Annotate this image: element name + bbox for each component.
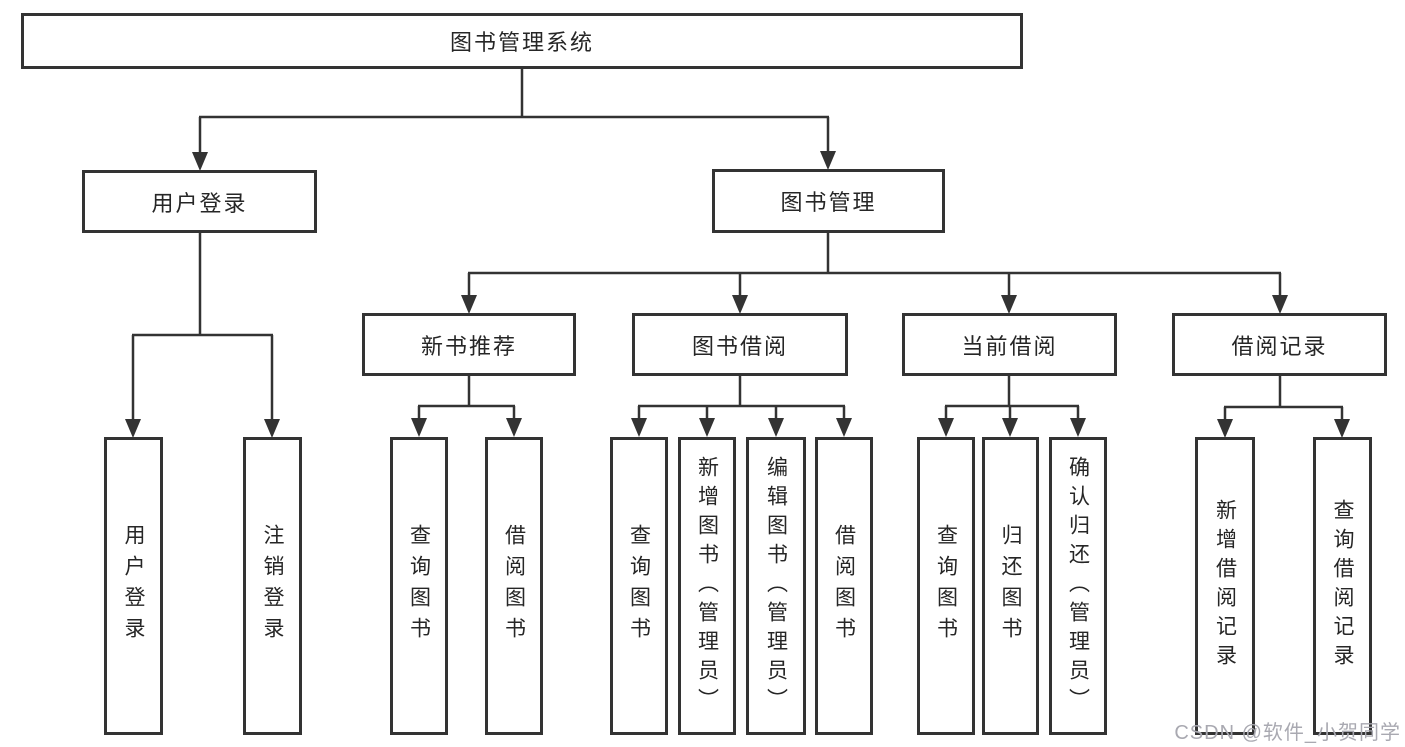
- leaf-borrow-add-books-admin: 新增图书（管理员）: [678, 437, 736, 735]
- leaf-newbook-borrow-books: 借阅图书: [485, 437, 543, 735]
- leaf-current-return-books: 归还图书: [982, 437, 1039, 735]
- csdn-watermark: CSDN @软件_小贺同学: [1174, 722, 1401, 744]
- node-borrow-records: 借阅记录: [1172, 313, 1387, 376]
- edge-currentborrow-to-leaves: [944, 376, 1080, 418]
- edge-borrowrecords-to-leaves: [1223, 376, 1344, 419]
- edge-bookmgmt-to-level3: [467, 233, 1282, 295]
- node-new-book-recommend: 新书推荐: [362, 313, 576, 376]
- edge-root-to-level2: [198, 69, 830, 152]
- leaf-current-confirm-return-admin: 确认归还（管理员）: [1049, 437, 1107, 735]
- leaf-borrow-borrow-books: 借阅图书: [815, 437, 873, 735]
- node-current-borrow: 当前借阅: [902, 313, 1117, 376]
- leaf-logout-login: 注销登录: [243, 437, 302, 735]
- leaf-newbook-query-books: 查询图书: [390, 437, 448, 735]
- leaf-user-login: 用户登录: [104, 437, 163, 735]
- node-root-system: 图书管理系统: [21, 13, 1023, 69]
- leaf-borrow-edit-books-admin: 编辑图书（管理员）: [746, 437, 806, 735]
- node-book-borrow: 图书借阅: [632, 313, 848, 376]
- leaf-borrow-query-books: 查询图书: [610, 437, 668, 735]
- edge-userlogin-to-leaves: [131, 233, 274, 419]
- node-user-login: 用户登录: [82, 170, 317, 233]
- edge-bookborrow-to-leaves: [637, 376, 846, 418]
- leaf-current-query-books: 查询图书: [917, 437, 975, 735]
- arrowheads: [125, 151, 1350, 438]
- node-book-management: 图书管理: [712, 169, 945, 233]
- leaf-records-add-borrow-record: 新增借阅记录: [1195, 437, 1255, 735]
- edge-newbook-to-leaves: [417, 376, 516, 418]
- leaf-records-query-borrow-record: 查询借阅记录: [1313, 437, 1372, 735]
